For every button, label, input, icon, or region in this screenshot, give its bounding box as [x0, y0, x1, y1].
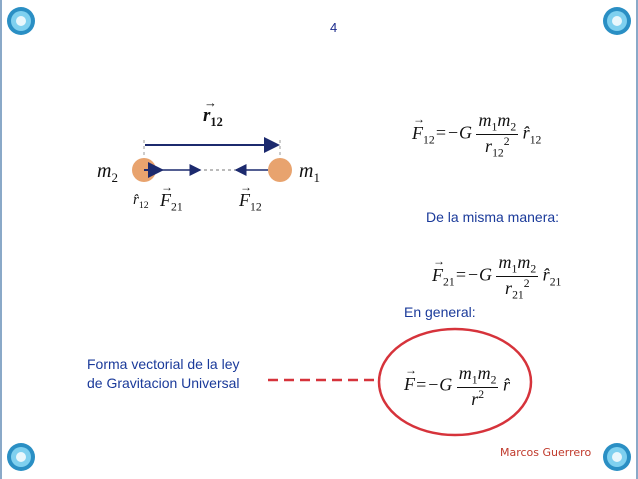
f21-label: →F21	[160, 180, 183, 214]
equation-f12: →F12=−G m1m2 r122 r̂12	[412, 110, 542, 160]
corner-badge-icon	[7, 7, 35, 35]
left-border	[0, 0, 2, 479]
same-way-label: De la misma manera:	[426, 209, 560, 225]
m1-label: m1	[299, 160, 320, 185]
general-label: En general:	[404, 304, 476, 320]
corner-badge-icon	[7, 443, 35, 471]
r12-label: →r12	[203, 95, 223, 129]
equation-general: →F=−G m1m2 r2 r̂	[404, 363, 510, 409]
corner-badge-icon	[603, 443, 631, 471]
mass-m1	[268, 158, 292, 182]
equation-f21: →F21=−G m1m2 r212 r̂21	[432, 252, 562, 302]
page-number: 4	[330, 20, 338, 35]
dashed-connector	[268, 378, 378, 382]
vector-form-label: Forma vectorial de la ley de Gravitacion…	[87, 356, 240, 391]
right-border	[636, 0, 638, 479]
author-name: Marcos Guerrero	[500, 446, 592, 459]
m2-label: m2	[97, 160, 118, 185]
corner-badge-icon	[603, 7, 631, 35]
r-hat-label: r̂12	[133, 192, 149, 211]
f12-label: →F12	[239, 180, 262, 214]
two-mass-diagram	[132, 137, 292, 182]
highlight-ellipse	[377, 327, 533, 437]
